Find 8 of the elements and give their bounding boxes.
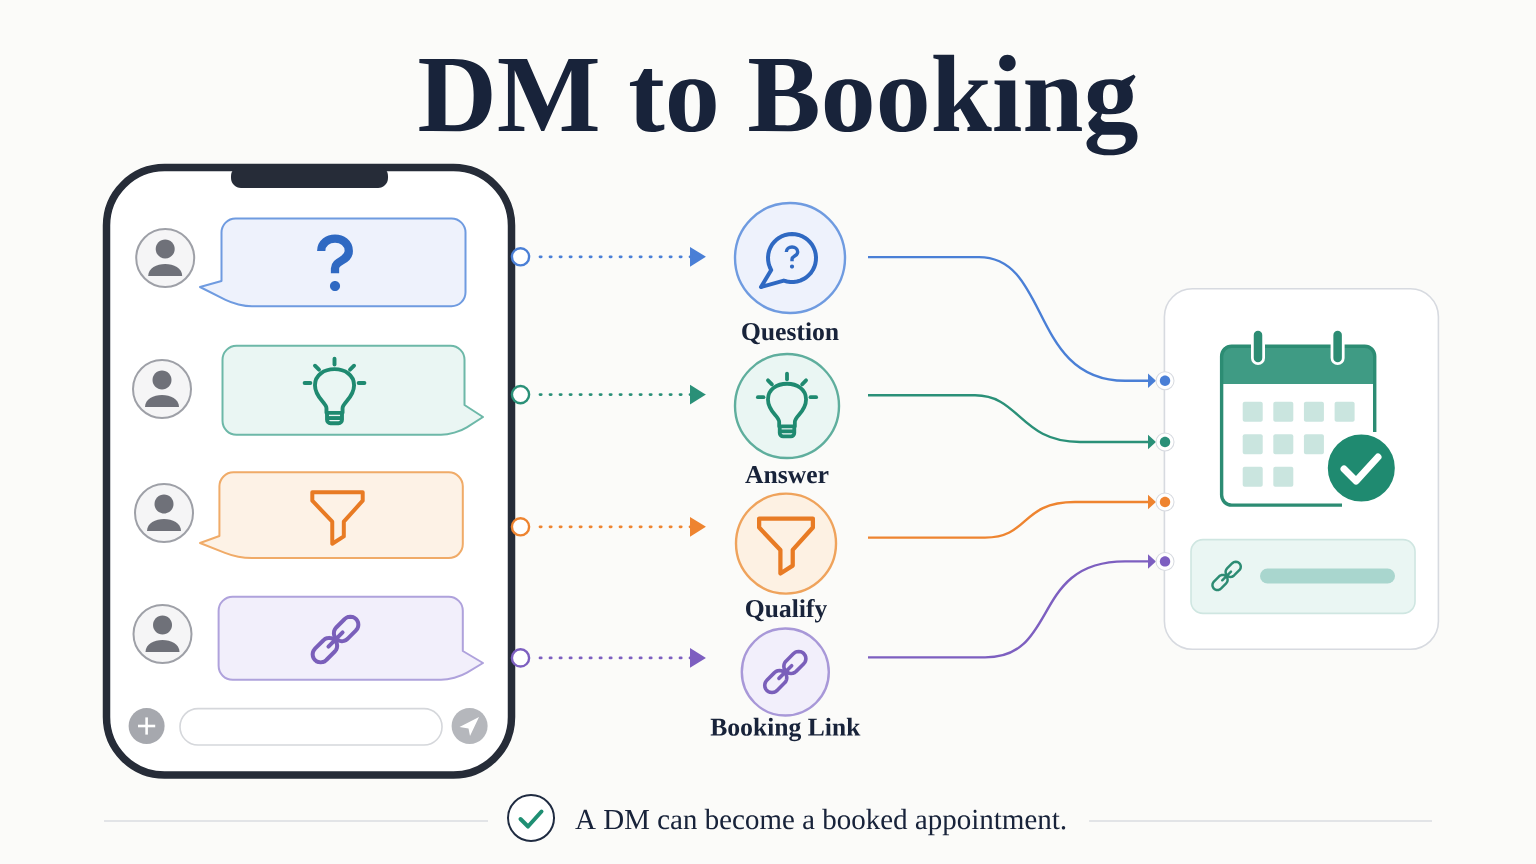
caption: A DM can become a booked appointment. [575,808,1066,836]
step-label: Question [742,322,839,345]
title: DM to Booking [419,54,1138,156]
arrow [868,494,1156,539]
step-label: Booking Link [710,717,861,742]
step-label: Qualify [746,598,827,623]
arrow [868,554,1156,659]
step-label: Answer [745,466,829,484]
